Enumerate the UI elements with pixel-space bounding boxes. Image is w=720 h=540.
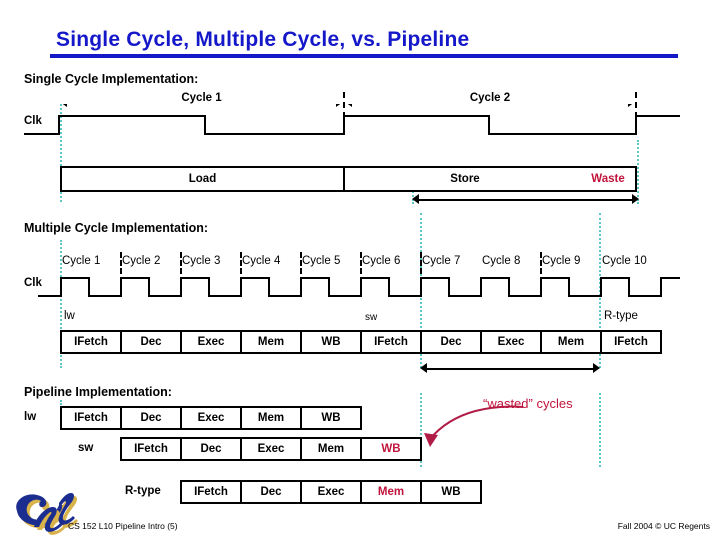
- waste-span-arrow: [412, 194, 639, 205]
- single-cycle-clk-label: Clk: [24, 115, 42, 127]
- guide-line: [60, 240, 62, 368]
- multi-cycle-stage-exec-8: Exec: [480, 330, 542, 354]
- multi-cycle-waste-arrow: [420, 363, 600, 374]
- multi-cycle-separator: [180, 252, 182, 274]
- multi-cycle-separator: [120, 252, 122, 274]
- multi-cycle-separator: [240, 252, 242, 274]
- waste-label: Waste: [591, 173, 625, 185]
- pipeline-sw-stage-ifetch: IFetch: [120, 437, 182, 461]
- pipeline-sw-stage-dec: Dec: [180, 437, 242, 461]
- multi-cycle-label-3: Cycle 3: [182, 255, 221, 267]
- pipeline-sw-stage-wb: WB: [360, 437, 422, 461]
- multi-cycle-label-9: Cycle 9: [542, 255, 581, 267]
- multi-cycle-separator: [360, 252, 362, 274]
- pipeline-r-type-stage-mem: Mem: [360, 480, 422, 504]
- multi-cycle-heading: Multiple Cycle Implementation:: [24, 221, 209, 235]
- cycle-1-label: Cycle 1: [178, 92, 225, 104]
- store-label: Store: [450, 173, 480, 185]
- pipeline-r-type-stage-wb: WB: [420, 480, 482, 504]
- title-underline: [50, 54, 678, 58]
- multi-cycle-stage-exec-3: Exec: [180, 330, 242, 354]
- cycle-boundary: [635, 92, 637, 118]
- footer-right: Fall 2004 © UC Regents: [617, 521, 710, 531]
- pipeline-lw-stage-wb: WB: [300, 406, 362, 430]
- pipeline-lw-stage-dec: Dec: [120, 406, 182, 430]
- multi-cycle-separator: [420, 252, 422, 274]
- multi-cycle-instr-rtype: R-type: [604, 310, 638, 322]
- pipeline-lw-stage-mem: Mem: [240, 406, 302, 430]
- multi-cycle-separator: [300, 252, 302, 274]
- multi-cycle-label-4: Cycle 4: [242, 255, 281, 267]
- multi-cycle-stage-dec-7: Dec: [420, 330, 482, 354]
- pipeline-r-type-stage-exec: Exec: [300, 480, 362, 504]
- multi-cycle-stage-mem-4: Mem: [240, 330, 302, 354]
- cycle-span-arrow: Cycle 2: [345, 92, 635, 108]
- multi-cycle-stage-dec-2: Dec: [120, 330, 182, 354]
- multi-cycle-clk-label: Clk: [24, 277, 42, 289]
- pipeline-lw-stage-ifetch: IFetch: [60, 406, 122, 430]
- single-cycle-op-load: Load: [60, 166, 345, 192]
- single-cycle-heading: Single Cycle Implementation:: [24, 72, 199, 86]
- single-cycle-op-store: Store Waste: [343, 166, 637, 192]
- guide-line: [60, 92, 62, 202]
- pipeline-instr-label-lw: lw: [24, 411, 37, 423]
- multi-cycle-stage-ifetch-6: IFetch: [360, 330, 422, 354]
- pipeline-sw-stage-mem: Mem: [300, 437, 362, 461]
- wasted-cycles-annotation: “wasted” cycles: [483, 396, 573, 411]
- multi-cycle-instr-lw: lw: [64, 310, 75, 322]
- guide-line: [637, 140, 639, 204]
- multi-cycle-label-1: Cycle 1: [62, 255, 101, 267]
- cal-logo: [16, 493, 78, 535]
- multi-cycle-label-6: Cycle 6: [362, 255, 401, 267]
- pipeline-instr-label-r-type: R-type: [125, 485, 161, 497]
- cycle-2-label: Cycle 2: [466, 92, 514, 104]
- pipeline-heading: Pipeline Implementation:: [24, 385, 172, 399]
- footer-left: CS 152 L10 Pipeline Intro (5): [68, 521, 178, 531]
- multi-cycle-label-5: Cycle 5: [302, 255, 341, 267]
- pipeline-r-type-stage-ifetch: IFetch: [180, 480, 242, 504]
- multi-cycle-separator: [540, 252, 542, 274]
- multi-cycle-label-7: Cycle 7: [422, 255, 461, 267]
- multi-cycle-label-2: Cycle 2: [122, 255, 161, 267]
- cycle-span-arrow: Cycle 1: [60, 92, 343, 108]
- guide-line: [599, 393, 601, 467]
- pipeline-sw-stage-exec: Exec: [240, 437, 302, 461]
- multi-cycle-stage-mem-9: Mem: [540, 330, 602, 354]
- multi-cycle-stage-wb-5: WB: [300, 330, 362, 354]
- guide-line: [420, 393, 422, 467]
- page-title: Single Cycle, Multiple Cycle, vs. Pipeli…: [56, 28, 470, 51]
- multi-cycle-stage-ifetch-1: IFetch: [60, 330, 122, 354]
- multi-cycle-instr-sw: sw: [365, 312, 378, 323]
- pipeline-lw-stage-exec: Exec: [180, 406, 242, 430]
- multi-cycle-stage-ifetch-10: IFetch: [600, 330, 662, 354]
- wasted-cycles-arrow-icon: [424, 405, 524, 447]
- pipeline-instr-label-sw: sw: [78, 442, 94, 454]
- multi-cycle-label-10: Cycle 10: [602, 255, 647, 267]
- cycle-boundary: [343, 92, 345, 118]
- pipeline-r-type-stage-dec: Dec: [240, 480, 302, 504]
- multi-cycle-label-8: Cycle 8: [482, 255, 521, 267]
